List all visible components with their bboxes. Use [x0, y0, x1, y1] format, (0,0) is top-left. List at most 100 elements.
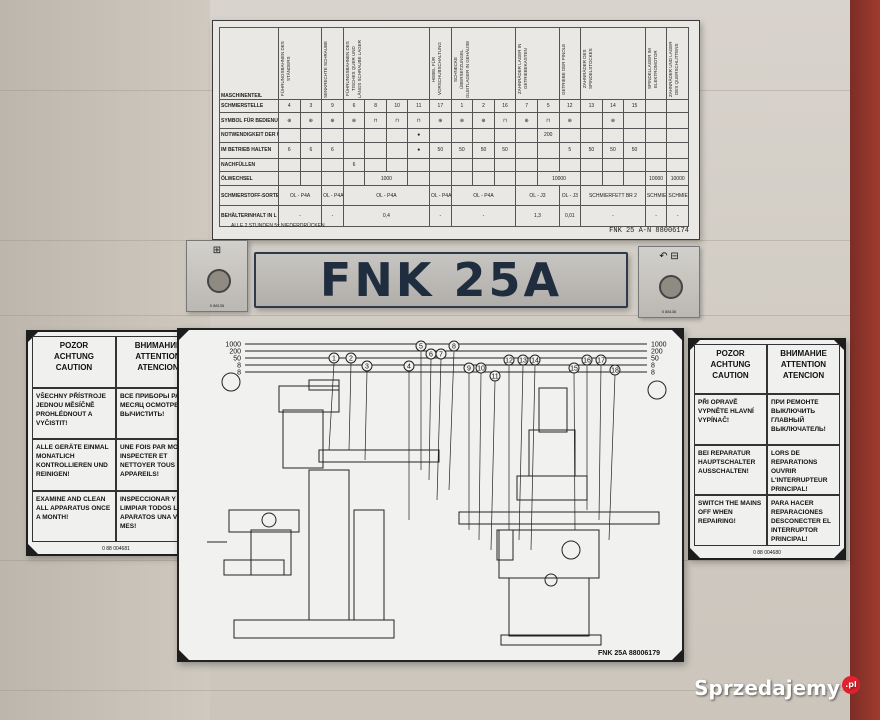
leader-line — [490, 380, 496, 551]
wood-grain — [0, 315, 850, 316]
callout-circle — [568, 362, 580, 374]
interval-label: 1000 — [225, 342, 241, 349]
callout-label: 18 — [611, 368, 619, 375]
leader-line — [348, 362, 352, 451]
leader-line — [478, 372, 482, 541]
lubrication-footnote: ALLE 2 STUNDEN 5x NIEDERDRÜCKEN — [231, 223, 325, 229]
column-header: FÜHRUNGSBAHNEN DES TISCHES QUER UND LÄNG… — [344, 39, 362, 98]
cell: OL - P4A — [429, 184, 452, 207]
column-header: ZAHNRÄDER LAGER IN GETRIEBEKASTEN — [517, 43, 529, 94]
callout-label: 16 — [583, 358, 591, 365]
callout-circle — [517, 354, 529, 366]
row-label: MASCHINENTEIL — [219, 27, 279, 100]
leader-line — [573, 372, 576, 531]
cell: 10000 — [644, 171, 668, 186]
leader-line — [448, 350, 455, 491]
leader-line — [436, 358, 442, 501]
interval-label: 8 — [651, 363, 655, 370]
cell: 5 — [536, 98, 560, 114]
machine-symbol-icon: ⊞ — [212, 245, 222, 256]
cell: 50 — [601, 141, 625, 159]
cell: 9 — [321, 98, 344, 114]
callout-label: 5 — [419, 344, 423, 351]
cell: 50 — [472, 141, 495, 159]
warning-plate-code: 0 88 004680 — [753, 550, 781, 556]
cell: 15 — [623, 98, 646, 114]
leader-line — [608, 374, 616, 541]
callout-circle — [489, 370, 501, 382]
cell: 50 — [623, 141, 646, 159]
cell: 50 — [580, 141, 603, 159]
cell: 50 — [429, 141, 452, 159]
callout-label: 6 — [429, 352, 433, 359]
callout-label: 11 — [491, 374, 498, 381]
warning-text: VŠECHNY PŘÍSTROJE JEDNOU MĚSÍČNĚ PROHLÉD… — [32, 388, 116, 440]
callout-label: 7 — [439, 352, 443, 359]
interval-label: 8 — [237, 363, 241, 370]
cell: 7 — [515, 98, 538, 114]
cell: 6 — [342, 157, 366, 173]
cell: 200 — [536, 128, 560, 143]
callout-label: 12 — [505, 358, 513, 365]
callout-label: 10 — [477, 366, 485, 373]
leader-line — [598, 364, 602, 521]
callout-label: 2 — [349, 356, 353, 363]
cell: 1000 — [364, 171, 409, 186]
cell: 3 — [299, 98, 323, 114]
column-header: ZAHNRÄDER DES SPINDELSTOCKES — [582, 48, 594, 89]
model-name: FNK 25A — [319, 253, 563, 307]
interval-label: 50 — [233, 356, 241, 363]
callout-label: 17 — [597, 358, 605, 365]
cell: 8 — [364, 98, 387, 114]
cell: 50 — [493, 141, 517, 159]
callout-circle — [345, 352, 357, 364]
small-plate-code: 0 88136 — [661, 309, 677, 314]
callout-circle — [361, 360, 373, 372]
column-header: ZAHNRÄDER UND LAGER DES QUERSCHLITTENS — [668, 40, 680, 97]
background-red-edge — [850, 0, 880, 720]
callout-circle — [595, 354, 607, 366]
cell: OL - P4A — [450, 184, 517, 207]
cell: 13 — [580, 98, 603, 114]
callout-label: 9 — [467, 366, 471, 373]
cell: 2 — [472, 98, 495, 114]
row-label: SCHMIERSTOFF-SORTE — [219, 184, 279, 207]
callout-label: 14 — [531, 358, 539, 365]
callout-circle — [609, 364, 621, 376]
wood-grain — [0, 690, 850, 691]
clock-icon — [647, 380, 667, 400]
cell: SCHMIERFETT BR 2 — [580, 184, 646, 207]
cell: 6 — [299, 141, 323, 159]
callout-circle — [503, 354, 515, 366]
warning-text: ПРИ РЕМОНТЕ ВЫКЛЮЧИТЬ ГЛАВНЫЙ ВЫКЛЮЧАТЕЛ… — [767, 394, 840, 445]
cell: OL - P4A — [342, 184, 431, 207]
callout-circle — [415, 340, 427, 352]
callout-circle — [448, 340, 460, 352]
row-label: SCHMIERSTELLE — [219, 98, 279, 114]
diagram-plate-code: FNK 25A 88006179 — [597, 650, 660, 657]
warning-text: PARA HACER REPARACIONES DESCONECTER EL I… — [767, 495, 840, 546]
cell: 0,4 — [342, 205, 431, 227]
leader-line — [328, 362, 335, 451]
callout-label: 15 — [570, 366, 578, 373]
interval-label: 8 — [237, 370, 241, 377]
warning-text: LORS DE REPARATIONS OUVRIR L'INTERRUPTEU… — [767, 444, 840, 496]
mounting-hole — [207, 269, 231, 293]
callout-circle — [581, 354, 593, 366]
interval-label: 1000 — [651, 342, 667, 349]
cell: OL - J3 — [515, 184, 560, 207]
callout-label: 3 — [365, 364, 369, 371]
leader-line — [428, 358, 432, 481]
row-label: NOTWENDIGKEIT DER ÜBER KONTROLLE D. ÖLSP… — [219, 128, 279, 143]
warning-text: ALLE GERÄTE EINMAL MONATLICH KONTROLLIER… — [32, 439, 116, 491]
small-plate-code: 0 88135 — [209, 303, 225, 308]
column-header: SCHNECKE ÜBERSETZUNGEL GLEITLAGER IN GEH… — [452, 40, 470, 98]
cell: 10 — [385, 98, 409, 114]
callout-circle — [328, 352, 340, 364]
